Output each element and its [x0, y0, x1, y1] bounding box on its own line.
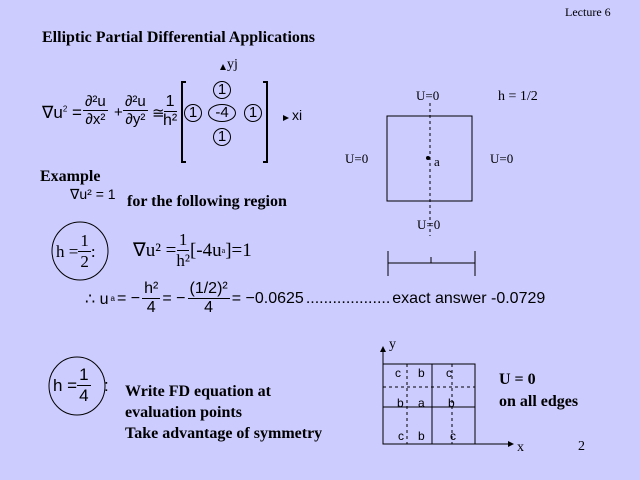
grid-label: c: [450, 429, 456, 443]
grid-label: b: [418, 366, 425, 380]
bc-note: U = 0: [499, 371, 536, 388]
laplacian-lhs: ∇u2 =: [42, 103, 82, 122]
page-title: Elliptic Partial Differential Applicatio…: [42, 29, 316, 46]
grid-label: b: [448, 396, 455, 410]
yj-label: yj: [227, 57, 238, 72]
plus: +: [114, 104, 123, 121]
d2u-dy2: ∂²u∂y²: [123, 93, 148, 128]
grid-label: a: [418, 396, 425, 410]
d2u-dx2: ∂²u∂x²: [83, 93, 108, 128]
stencil-right: 1: [244, 104, 262, 122]
bc-bottom: U=0: [417, 217, 441, 232]
y-axis-label: y: [389, 337, 396, 352]
bc-right: U=0: [490, 151, 514, 166]
x-axis-label: x: [517, 440, 524, 455]
colon: :: [104, 376, 109, 395]
example-text: for the following region: [127, 193, 287, 210]
grid-label: c: [395, 366, 401, 380]
point-a: a: [434, 154, 440, 169]
grid-label: b: [418, 429, 425, 443]
bc-left: U=0: [345, 151, 369, 166]
bc-note-edges: on all edges: [499, 393, 579, 410]
grid-label: b: [397, 396, 404, 410]
xi-label: xi: [292, 107, 303, 123]
stencil-bottom: 1: [213, 128, 231, 146]
bc-top: U=0: [416, 88, 440, 103]
approx: ≅: [152, 105, 165, 122]
stencil-left: 1: [184, 104, 202, 122]
example-label: Example: [40, 168, 101, 185]
stencil-center: -4: [208, 104, 236, 122]
lecture-label: Lecture 6: [565, 5, 611, 19]
page-number: 2: [578, 439, 585, 454]
h-half-label: h = 1/2: [498, 89, 538, 104]
grid-label: c: [446, 366, 452, 380]
stencil-top: 1: [213, 81, 231, 99]
grid-label: c: [398, 429, 404, 443]
example-equation: ∇u² = 1: [70, 186, 116, 202]
